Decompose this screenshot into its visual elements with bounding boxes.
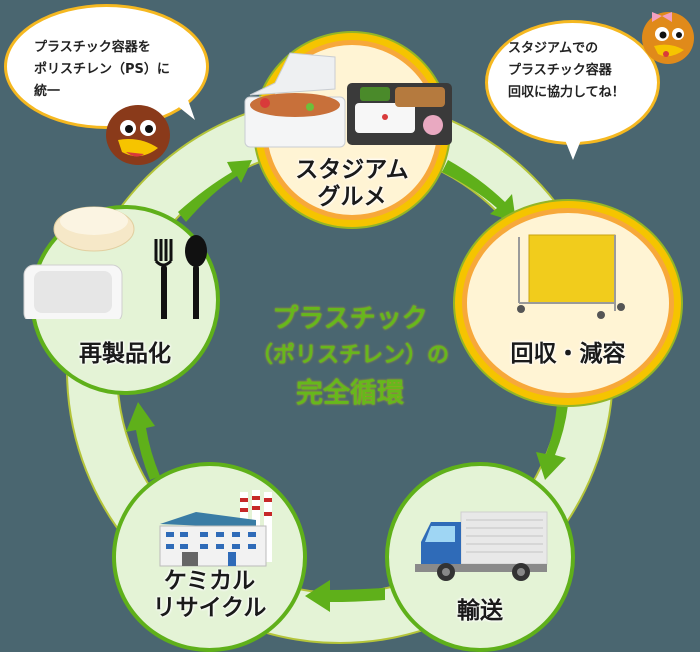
arrow-transport-to-chemical-icon bbox=[305, 580, 385, 612]
arrow-collection-to-transport-icon bbox=[536, 403, 568, 480]
label-line: グルメ bbox=[317, 184, 387, 210]
hawk-mascot-girl-icon bbox=[642, 12, 694, 64]
label-line: スタジアム bbox=[295, 157, 409, 183]
node-chemical-recycling: ケミカル リサイクル bbox=[112, 462, 307, 652]
arrow-chemical-to-remanufacture-icon bbox=[126, 402, 160, 480]
arrow-remanufacture-to-gourmet-icon bbox=[178, 160, 252, 222]
bento-boxes-icon bbox=[244, 52, 452, 148]
node-collection: 回収・減容 bbox=[462, 208, 674, 398]
bubble-line: プラスチック容器 bbox=[508, 63, 612, 78]
containers-cutlery-icon bbox=[23, 206, 207, 319]
bubble-line: プラスチック容器を bbox=[34, 40, 151, 55]
label-line: 再製品化 bbox=[79, 341, 171, 367]
node-label: ケミカル リサイクル bbox=[116, 568, 303, 622]
speech-bubble-left bbox=[4, 4, 209, 129]
bubble-line: 統一 bbox=[34, 84, 61, 99]
label-line: ケミカル bbox=[163, 568, 256, 594]
node-label: 再製品化 bbox=[34, 341, 216, 368]
bubble-tail-right bbox=[565, 140, 581, 160]
center-title-line-3: 完全循環 bbox=[296, 378, 404, 409]
bubble-left-text: プラスチック容器を ポリスチレン（PS）に 統一 bbox=[34, 37, 170, 103]
collection-cart-icon bbox=[517, 234, 625, 319]
bubble-line: 回収に協力してね！ bbox=[508, 85, 625, 100]
flow-arrows bbox=[126, 160, 568, 612]
label-line: 輸送 bbox=[457, 598, 503, 624]
label-line: 回収・減容 bbox=[510, 341, 626, 367]
center-title-line-2: （ポリスチレン）の bbox=[250, 343, 449, 368]
node-stadium-gourmet: スタジアム グルメ bbox=[244, 40, 452, 220]
arrow-gourmet-to-collection-icon bbox=[442, 160, 516, 222]
bubble-line: スタジアムでの bbox=[508, 41, 599, 56]
factory-icon bbox=[159, 490, 272, 567]
truck-icon bbox=[415, 511, 548, 581]
label-line: リサイクル bbox=[152, 595, 267, 621]
node-label: 回収・減容 bbox=[467, 341, 669, 368]
hawk-mascot-icon bbox=[106, 105, 170, 165]
center-title-line-1: プラスチック bbox=[272, 304, 428, 334]
bubble-right-text: スタジアムでの プラスチック容器 回収に協力してね！ bbox=[508, 38, 625, 104]
node-transport: 輸送 bbox=[385, 462, 575, 652]
bubble-tail-left bbox=[170, 100, 195, 120]
bubble-line: ポリスチレン（PS）に bbox=[34, 62, 170, 77]
node-remanufacture: 再製品化 bbox=[23, 205, 220, 395]
node-label: スタジアム グルメ bbox=[267, 157, 437, 211]
node-label: 輸送 bbox=[389, 598, 571, 625]
center-title: プラスチック （ポリスチレン）の 完全循環 bbox=[240, 300, 460, 414]
